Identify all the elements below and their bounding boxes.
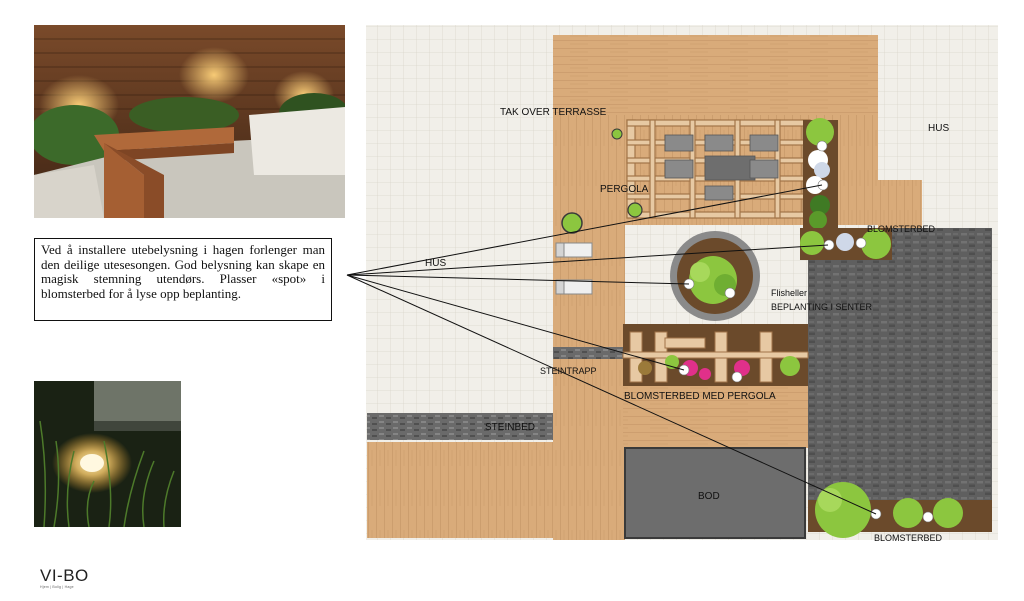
spot-light-photo — [34, 381, 181, 527]
label-bod: BOD — [698, 491, 720, 502]
flower-bed-pergola — [622, 324, 809, 386]
label-blomsterbed-pergola: BLOMSTERBED MED PERGOLA — [624, 391, 776, 402]
label-pergola: PERGOLA — [600, 184, 649, 195]
label-hus-right: HUS — [928, 123, 949, 134]
lounge-chairs — [555, 242, 593, 295]
label-hus-left: HUS — [425, 258, 446, 269]
small-deck — [878, 180, 922, 228]
bod-shed — [624, 447, 806, 539]
plant-small-2 — [627, 202, 643, 218]
garden-bench-photo — [34, 25, 345, 218]
center-planter — [670, 231, 760, 321]
top-flower-bed — [800, 228, 892, 260]
dining-set — [664, 134, 779, 201]
spot-light-photo-image — [34, 381, 181, 527]
roof-deck — [553, 35, 878, 115]
label-blomsterbed-top: BLOMSTERBED — [867, 224, 936, 234]
label-beplanting-senter: BEPLANTING I SENTER — [771, 302, 873, 312]
garden-bench-photo-image — [34, 25, 345, 218]
stone-bed — [367, 413, 553, 440]
stone-stairs — [553, 347, 623, 359]
vibo-logo: VI-BO Hjem | Bolig | Hage — [40, 566, 89, 589]
lighting-callout-text: Ved å installere utebelysning i hagen fo… — [41, 242, 325, 301]
label-steinbed: STEINBED — [485, 422, 535, 433]
lighting-callout: Ved å installere utebelysning i hagen fo… — [34, 238, 332, 321]
wood-walkway — [553, 115, 625, 540]
plant-small-1 — [561, 212, 583, 234]
label-flisheller: Flisheller — [771, 288, 807, 298]
lower-deck — [623, 383, 808, 448]
vibo-logo-main: VI-BO — [40, 566, 89, 585]
label-tak-over-terrasse: TAK OVER TERRASSE — [500, 107, 607, 118]
label-steintrapp: STEINTRAPP — [540, 366, 597, 376]
label-blomsterbed-bottom: BLOMSTERBED — [874, 533, 943, 543]
stone-paving — [808, 228, 992, 500]
lower-left-deck — [367, 442, 553, 538]
right-side-plants — [803, 118, 838, 230]
pointer-lines — [346, 184, 877, 515]
vibo-logo-sub: Hjem | Bolig | Hage — [40, 585, 74, 589]
plant-small-3 — [611, 128, 623, 140]
bottom-flower-bed — [808, 482, 992, 538]
